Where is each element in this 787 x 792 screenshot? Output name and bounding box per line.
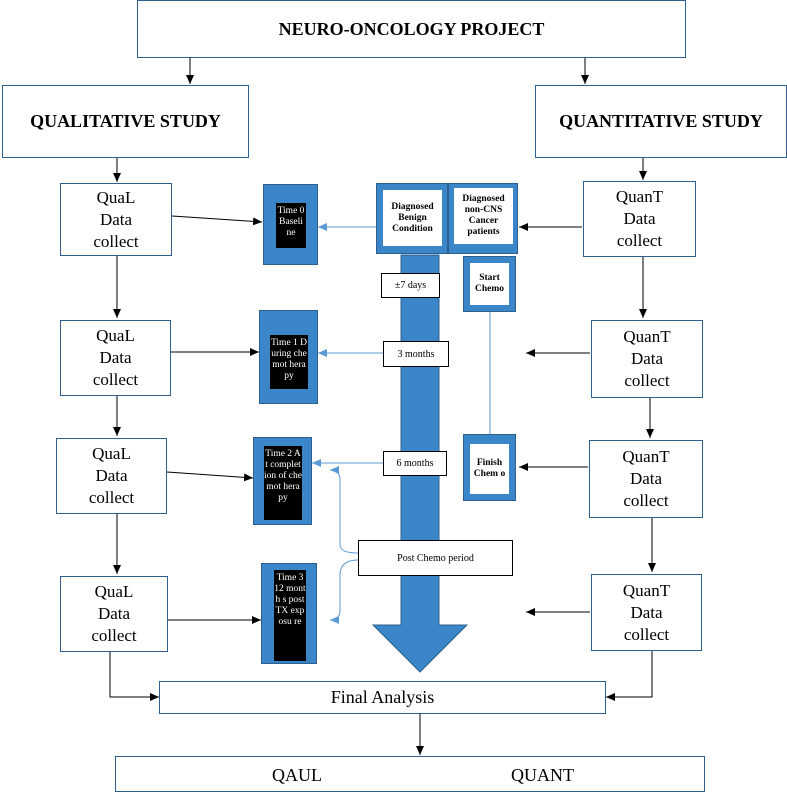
time-0-label: Time 0 Baseli ne: [276, 203, 306, 248]
bottom-qaul-label: QAUL: [272, 765, 322, 785]
start-chemo-box: Start Chemo: [463, 256, 516, 312]
final-analysis-label: Final Analysis: [330, 687, 435, 707]
quant-label: QuanT: [623, 327, 671, 346]
time-3-label: Time 3 12 month s post TX exposu re: [274, 570, 306, 661]
time-0-box: Time 0 Baseli ne: [263, 184, 318, 265]
quant-label: QuanT: [622, 580, 671, 600]
qual-data-collect-2: QuaL Data collect: [60, 320, 171, 396]
quant-label: Data: [630, 349, 664, 368]
project-title-box: NEURO-ONCOLOGY PROJECT: [137, 0, 686, 58]
quant-data-collect-2: QuanT Data collect: [591, 320, 703, 398]
time-1-label: Time 1 During chemot herapy: [270, 335, 308, 389]
qual-label: QuaL: [96, 326, 135, 345]
quant-data-collect-1: QuanT Data collect: [583, 181, 696, 257]
qual-label: collect: [88, 488, 135, 507]
bottom-quant-label: QUANT: [511, 765, 574, 785]
quant-label: QuanT: [622, 447, 670, 466]
quant-label: Data: [630, 602, 663, 622]
quantitative-study-box: QUANTITATIVE STUDY: [535, 85, 787, 158]
qual-data-collect-4: QuaL Data collect: [60, 576, 168, 652]
benign-condition-box: Diagnosed Benign Condition: [376, 183, 448, 254]
interval-7-days: ±7 days: [381, 273, 440, 298]
qual-label: Data: [99, 209, 133, 229]
qual-label: Data: [95, 466, 128, 485]
project-title: NEURO-ONCOLOGY PROJECT: [278, 18, 545, 39]
post-chemo-period-label: Post Chemo period: [397, 552, 474, 564]
time-1-box: Time 1 During chemot herapy: [259, 310, 318, 404]
quant-label: collect: [616, 231, 663, 250]
qual-label: collect: [92, 370, 139, 389]
quant-label: QuanT: [615, 187, 664, 206]
final-analysis-box: Final Analysis: [159, 681, 606, 714]
interval-6-months: 6 months: [383, 451, 447, 476]
finish-chemo-label: Finish Chem o: [470, 444, 509, 494]
time-2-label: Time 2 At complet ion of chemot herapy: [264, 446, 302, 520]
qualitative-study-label: QUALITATIVE STUDY: [30, 111, 221, 131]
interval-3-months-label: 3 months: [397, 348, 435, 360]
quant-data-collect-4: QuanT Data collect: [591, 574, 702, 651]
time-2-box: Time 2 At complet ion of chemot herapy: [253, 437, 312, 525]
quant-label: collect: [624, 371, 670, 390]
interval-6-months-label: 6 months: [396, 458, 434, 469]
qual-label: QuaL: [92, 444, 131, 463]
qualitative-study-box: QUALITATIVE STUDY: [2, 85, 249, 158]
noncns-cancer-label: Diagnosed non-CNS Cancer patients: [454, 188, 513, 244]
qual-label: collect: [91, 626, 137, 645]
post-chemo-period: Post Chemo period: [358, 540, 513, 576]
qual-data-collect-3: QuaL Data collect: [56, 438, 167, 514]
time-3-box: Time 3 12 month s post TX exposu re: [261, 563, 317, 664]
qual-data-collect-1: QuaL Data collect: [60, 183, 172, 256]
qual-label: QuaL: [96, 187, 136, 207]
qual-label: collect: [93, 231, 139, 251]
quant-label: collect: [623, 491, 669, 510]
qual-label: Data: [97, 604, 131, 623]
benign-condition-label: Diagnosed Benign Condition: [383, 190, 442, 246]
start-chemo-label: Start Chemo: [470, 263, 509, 305]
finish-chemo-box: Finish Chem o: [463, 434, 516, 501]
quantitative-study-label: QUANTITATIVE STUDY: [559, 111, 763, 131]
quant-label: Data: [629, 469, 663, 488]
quant-label: collect: [623, 624, 670, 644]
qual-label: QuaL: [94, 582, 134, 601]
bottom-box: [115, 756, 705, 792]
interval-3-months: 3 months: [383, 341, 449, 367]
quant-data-collect-3: QuanT Data collect: [589, 440, 703, 518]
quant-label: Data: [623, 209, 656, 228]
interval-7-days-label: ±7 days: [394, 280, 427, 291]
noncns-cancer-box: Diagnosed non-CNS Cancer patients: [448, 183, 518, 254]
qual-label: Data: [99, 348, 132, 367]
